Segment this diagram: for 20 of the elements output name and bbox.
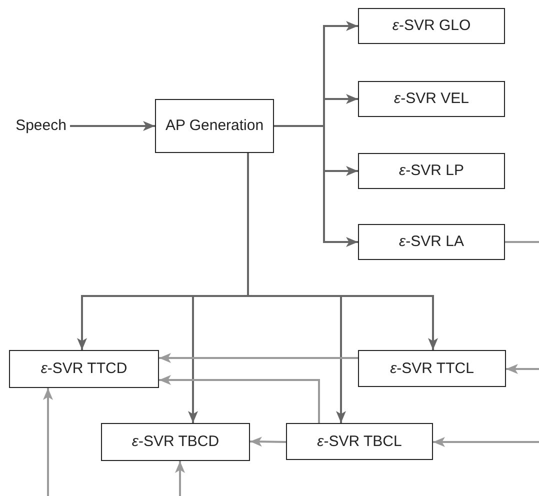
process-box: ε-SVR GLO (358, 8, 505, 44)
process-box: ε-SVR TTCD (9, 350, 159, 388)
input-label: Speech (12, 116, 70, 136)
process-box: ε-SVR VEL (358, 81, 505, 117)
process-box: ε-SVR TTCL (358, 350, 506, 387)
arrow (70, 121, 155, 131)
arrow (433, 437, 539, 447)
process-box: ε-SVR LP (358, 153, 505, 189)
arrow (247, 153, 438, 350)
arrow (159, 375, 320, 423)
process-box: ε-SVR TBCD (101, 423, 250, 461)
process-box: ε-SVR LA (358, 224, 505, 260)
process-box: ε-SVR TBCL (286, 423, 433, 460)
process-box: AP Generation (155, 99, 274, 153)
arrow (43, 388, 53, 496)
arrow (506, 364, 539, 374)
arrow (175, 461, 185, 496)
arrow (159, 353, 358, 363)
connector-line (505, 241, 539, 243)
arrow (250, 436, 286, 447)
